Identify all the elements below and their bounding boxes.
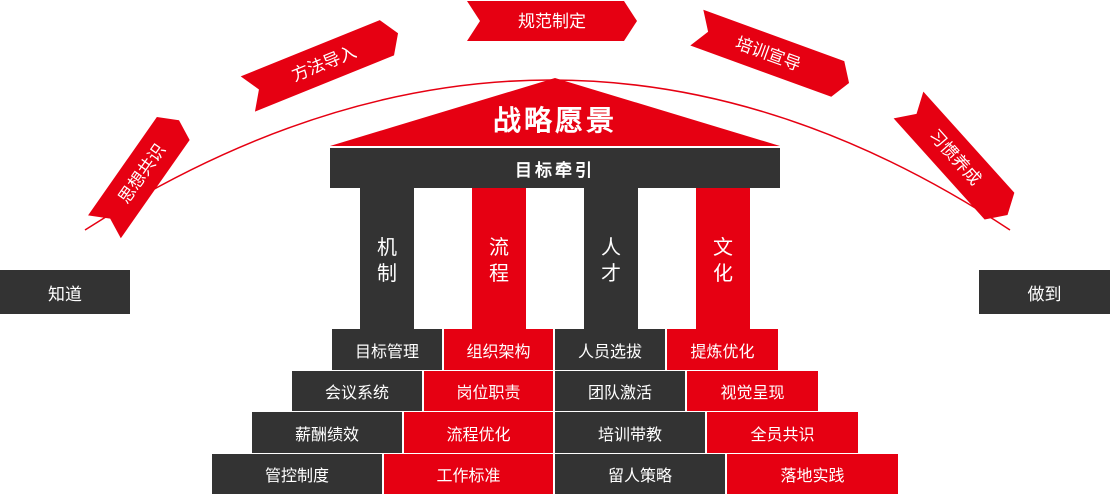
pillar-culture: 文 化 [696,188,750,329]
roof-title: 战略愿景 [493,104,617,137]
pillar-char: 才 [601,261,621,285]
arc-stage-3: 规范制定 [467,1,637,41]
foundation-brick: 提炼优化 [667,329,778,370]
foundation-brick: 组织架构 [444,329,555,370]
arc-stage-4: 培训宣导 [690,9,850,97]
pillar-mechanism: 机 制 [360,188,414,329]
foundation-brick: 目标管理 [332,329,444,370]
arc-stage-5: 习惯养成 [893,91,1015,220]
foundation-brick: 工作标准 [384,454,555,494]
foundation-brick: 薪酬绩效 [252,412,404,453]
foundation-brick: 团队激活 [555,371,687,411]
start-label: 知道 [0,270,130,314]
pillar-process: 流 程 [472,188,526,329]
foundation-brick: 人员选拔 [555,329,667,370]
pillar-char: 文 [713,235,733,259]
pillar-talent: 人 才 [584,188,638,329]
roof-triangle [330,78,780,146]
foundation-brick: 岗位职责 [424,371,555,411]
foundation-brick: 会议系统 [292,371,424,411]
foundation-brick: 落地实践 [727,454,898,494]
pillar-char: 化 [713,261,733,285]
end-label: 做到 [979,270,1110,314]
foundation-brick: 流程优化 [404,412,555,453]
foundation-brick: 留人策略 [555,454,727,494]
arc-stage-label: 规范制定 [518,12,586,32]
foundation-brick: 视觉呈现 [687,371,818,411]
arc-stage-2: 方法导入 [240,20,399,112]
beam-label: 目标牵引 [330,148,780,188]
pillar-char: 人 [601,235,621,259]
foundation-brick: 全员共识 [707,412,858,453]
pillar-char: 程 [489,261,509,285]
foundation-brick: 培训带教 [555,412,707,453]
pillar-char: 制 [377,261,397,285]
pillar-char: 机 [377,235,397,259]
pillar-char: 流 [489,235,509,259]
foundation-brick: 管控制度 [212,454,384,494]
